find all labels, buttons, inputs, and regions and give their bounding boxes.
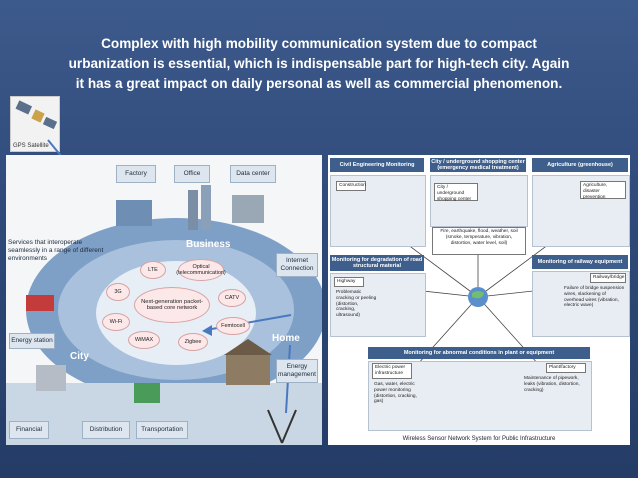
plant-factory-box: Plant/factory: [546, 363, 586, 373]
civil-engineering-header: Civil Engineering Monitoring: [330, 158, 424, 172]
net-femtocell: Femtocell: [216, 317, 250, 335]
net-catv: CATV: [218, 289, 246, 307]
gps-satellite-image: GPS Satellite: [10, 96, 60, 152]
road-monitoring-header: Monitoring for degradation of road struc…: [330, 255, 424, 271]
title-line-2: urbanization is essential, which is indi…: [68, 56, 570, 71]
electric-power-description: Gas, water, electric power monitoring (d…: [374, 382, 417, 405]
highway-box: Highway: [334, 277, 364, 287]
home-label: Home: [272, 333, 300, 344]
business-label: Business: [186, 239, 231, 250]
office-label: Office: [174, 165, 210, 183]
railway-box: Railway/bridge: [590, 273, 626, 283]
core-network-label: Next-generation packet-based core networ…: [134, 287, 210, 323]
construction-box: Construction: [336, 181, 366, 191]
diagram-caption: Wireless Sensor Network System for Publi…: [402, 436, 556, 442]
net-3g: 3G: [106, 283, 130, 301]
agriculture-box: Agriculture, disaster prevention: [580, 181, 626, 200]
financial-label: Financial: [9, 421, 49, 439]
net-zigbee: Zigbee: [178, 333, 208, 351]
net-optical: Optical (telecommunication): [176, 259, 226, 281]
city-underground-box: City / underground shopping center: [434, 183, 478, 202]
energy-management-label: Energy management: [276, 359, 318, 383]
title-line-3: it has a great impact on daily personal …: [75, 76, 563, 91]
net-wifi: Wi-Fi: [102, 313, 130, 331]
center-hazard-box: Fire, earthquake, flood, weather, soil (…: [432, 227, 526, 255]
wireless-sensor-network-diagram: Civil Engineering Monitoring City / unde…: [328, 155, 630, 445]
energy-station-label: Energy station: [9, 333, 55, 349]
civil-panel: [330, 175, 426, 247]
satellite-icon: [15, 100, 58, 130]
agriculture-header: Agriculture (greenhouse): [532, 158, 628, 172]
distribution-label: Distribution: [82, 421, 130, 439]
data-center-label: Data center: [230, 165, 276, 183]
railway-header: Monitoring of railway equipment: [532, 255, 628, 269]
city-label: City: [70, 351, 89, 362]
city-underground-header: City / underground shopping center (emer…: [430, 158, 526, 172]
ubiquitous-network-diagram: Factory Office Data center Services that…: [6, 155, 322, 445]
satellite-label: GPS Satellite: [13, 143, 49, 149]
slide-title: Complex with high mobility communication…: [6, 34, 632, 94]
transportation-label: Transportation: [136, 421, 188, 439]
services-label: Services that interoperate seamlessly in…: [8, 239, 104, 262]
net-lte: LTE: [140, 261, 166, 279]
factory-label: Factory: [116, 165, 156, 183]
electric-power-box: Electric power infrastructure: [372, 363, 412, 379]
net-wimax: WiMAX: [128, 331, 160, 349]
internet-connection-label: Internet Connection: [276, 253, 318, 277]
plant-factory-description: Maintenance of pipework, leaks (vibratio…: [524, 376, 580, 393]
railway-description: Failure of bridge suspension wires, slac…: [564, 286, 625, 309]
plant-monitoring-header: Monitoring for abnormal conditions in pl…: [368, 347, 590, 359]
highway-description: Problematic cracking or peeling (distort…: [336, 290, 377, 319]
title-line-1: Complex with high mobility communication…: [101, 36, 537, 51]
